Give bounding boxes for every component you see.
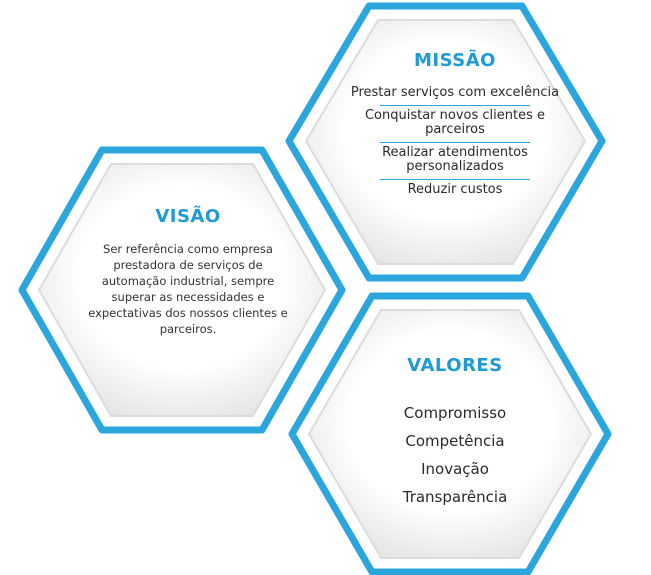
missao-item: Conquistar novos clientes e parceiros xyxy=(364,108,546,137)
visao-text: Ser referência como empresa prestadora d… xyxy=(88,242,288,336)
missao-item: Realizar atendimentos personalizados xyxy=(382,145,528,174)
valores-panel: VALORES Compromisso Competência Inovação… xyxy=(355,355,555,511)
valores-item: Inovação xyxy=(421,460,489,478)
missao-title: MISSÃO xyxy=(414,50,496,71)
missao-panel: MISSÃO Prestar serviços com excelência C… xyxy=(350,50,560,202)
hexagon-valores xyxy=(288,292,612,575)
valores-item: Competência xyxy=(405,432,505,450)
valores-title: VALORES xyxy=(407,355,503,376)
missao-item: Prestar serviços com excelência xyxy=(350,85,560,100)
hexagon-visao xyxy=(18,146,346,434)
missao-divider xyxy=(380,105,530,106)
visao-title: VISÃO xyxy=(155,206,221,227)
missao-divider xyxy=(380,179,530,180)
visao-panel: VISÃO Ser referência como empresa presta… xyxy=(88,206,288,337)
valores-item: Transparência xyxy=(402,488,508,506)
valores-item: Compromisso xyxy=(403,404,507,422)
missao-divider xyxy=(380,142,530,143)
missao-item: Reduzir custos xyxy=(407,182,503,197)
